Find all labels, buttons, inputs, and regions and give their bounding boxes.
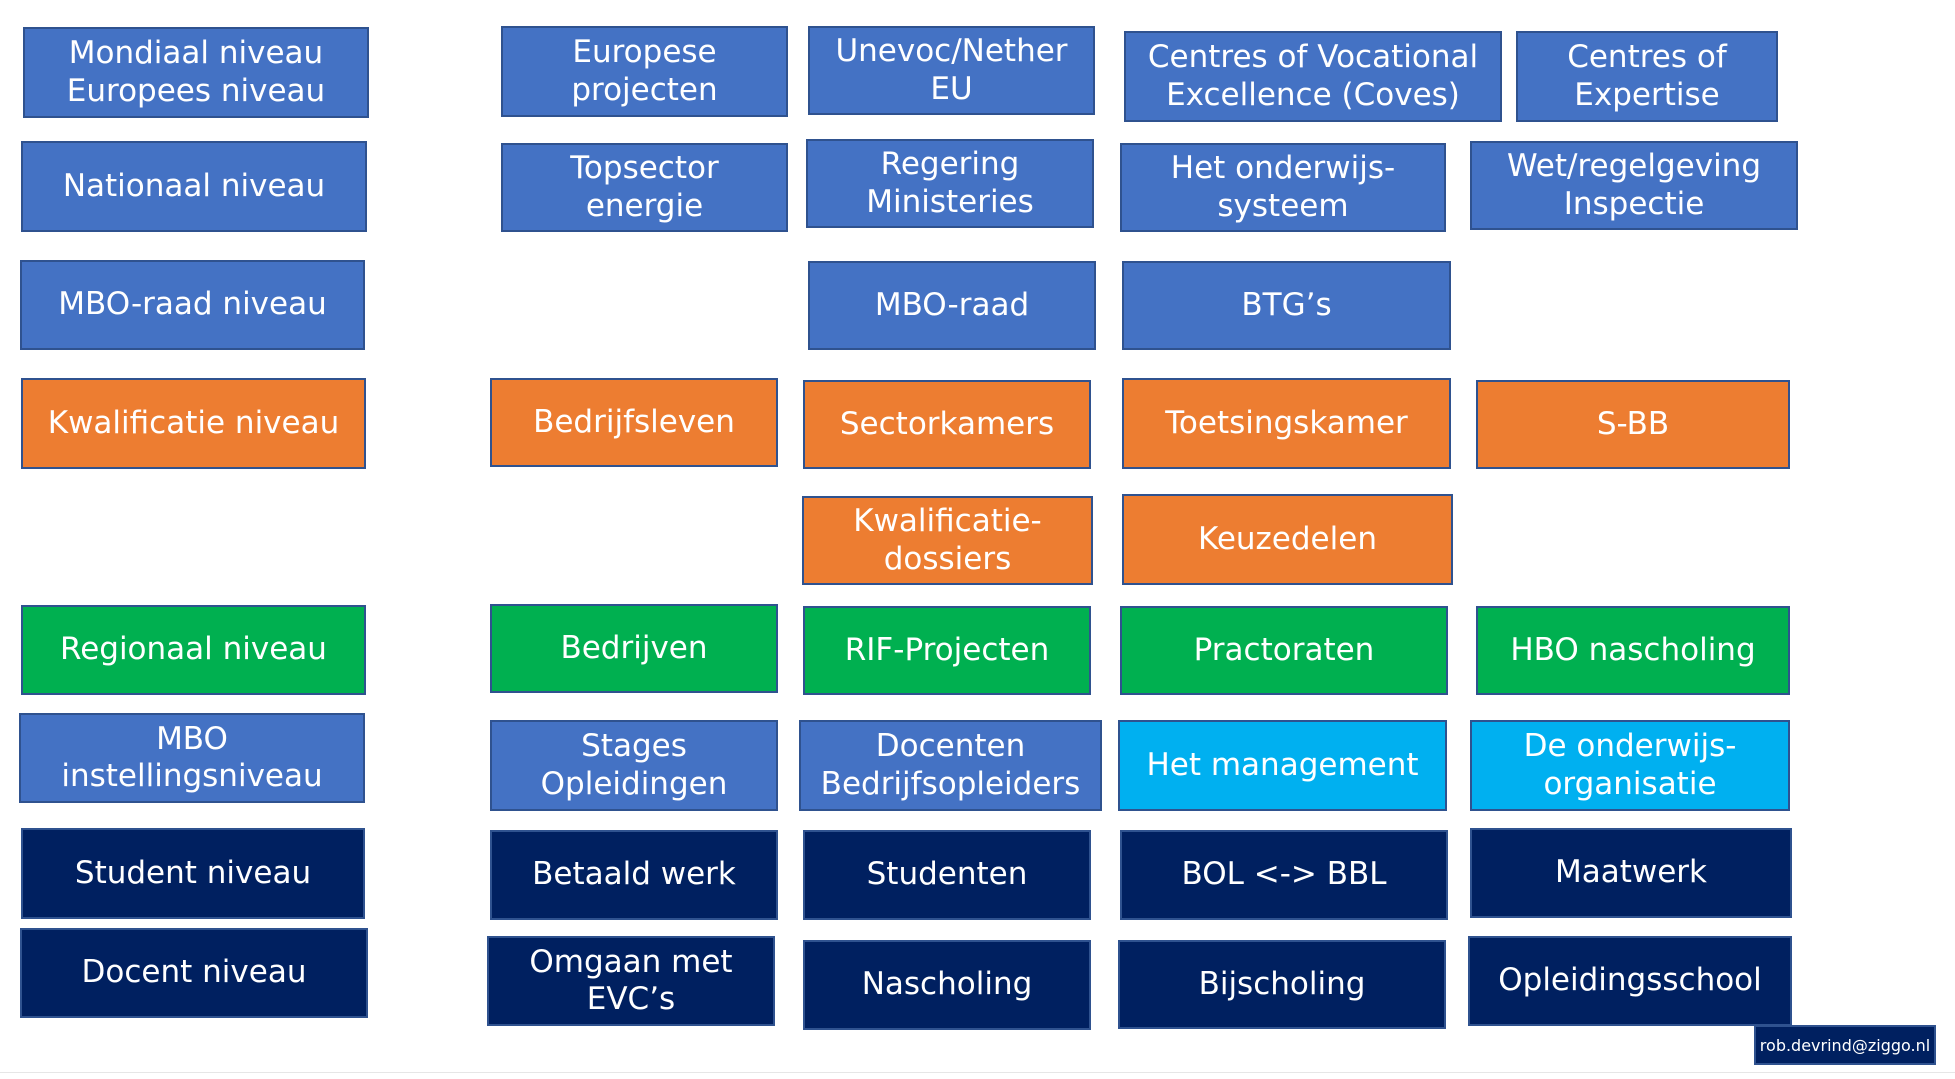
box-de-onderwijsorganisatie: De onderwijs- organisatie: [1470, 720, 1790, 811]
box-s-bb: S-BB: [1476, 380, 1790, 469]
box-docenten-bedrijfsopleiders: Docenten Bedrijfsopleiders: [799, 720, 1102, 811]
box-bedrijfsleven: Bedrijfsleven: [490, 378, 778, 467]
box-coves: Centres of Vocational Excellence (Coves): [1124, 31, 1502, 122]
box-regering-ministeries: Regering Ministeries: [806, 139, 1094, 228]
bottom-divider: [0, 1072, 1955, 1073]
level-regionaal: Regionaal niveau: [21, 605, 366, 695]
level-mbo-raad: MBO-raad niveau: [20, 260, 365, 350]
level-mondiaal-europees: Mondiaal niveau Europees niveau: [23, 27, 369, 118]
box-maatwerk: Maatwerk: [1470, 828, 1792, 918]
box-hbo-nascholing: HBO nascholing: [1476, 606, 1790, 695]
level-student: Student niveau: [21, 828, 365, 919]
box-sectorkamers: Sectorkamers: [803, 380, 1091, 469]
level-nationaal: Nationaal niveau: [21, 141, 367, 232]
box-nascholing: Nascholing: [803, 940, 1091, 1030]
box-bedrijven: Bedrijven: [490, 604, 778, 693]
box-europese-projecten: Europese projecten: [501, 26, 788, 117]
box-kwalificatiedossiers: Kwalificatie- dossiers: [802, 496, 1093, 585]
box-omgaan-met-evcs: Omgaan met EVC’s: [487, 936, 775, 1026]
box-keuzedelen: Keuzedelen: [1122, 494, 1453, 585]
box-centres-of-expertise: Centres of Expertise: [1516, 31, 1778, 122]
box-unevoc: Unevoc/Nether EU: [808, 26, 1095, 115]
box-betaald-werk: Betaald werk: [490, 830, 778, 920]
box-het-management: Het management: [1118, 720, 1447, 811]
level-docent: Docent niveau: [20, 928, 368, 1018]
box-topsector-energie: Topsector energie: [501, 143, 788, 232]
box-toetsingskamer: Toetsingskamer: [1122, 378, 1451, 469]
level-mbo-instelling: MBO instellingsniveau: [19, 713, 365, 803]
box-mbo-raad: MBO-raad: [808, 261, 1096, 350]
box-practoraten: Practoraten: [1120, 606, 1448, 695]
box-wet-regelgeving: Wet/regelgeving Inspectie: [1470, 141, 1798, 230]
box-opleidingsschool: Opleidingsschool: [1468, 936, 1792, 1026]
level-kwalificatie: Kwalificatie niveau: [21, 378, 366, 469]
author-email: rob.devrind@ziggo.nl: [1754, 1025, 1936, 1065]
box-rif-projecten: RIF-Projecten: [803, 606, 1091, 695]
box-onderwijssysteem: Het onderwijs- systeem: [1120, 143, 1446, 232]
box-bijscholing: Bijscholing: [1118, 940, 1446, 1029]
box-btgs: BTG’s: [1122, 261, 1451, 350]
box-stages-opleidingen: Stages Opleidingen: [490, 720, 778, 811]
box-studenten: Studenten: [803, 830, 1091, 920]
box-bol-bbl: BOL <-> BBL: [1120, 830, 1448, 920]
